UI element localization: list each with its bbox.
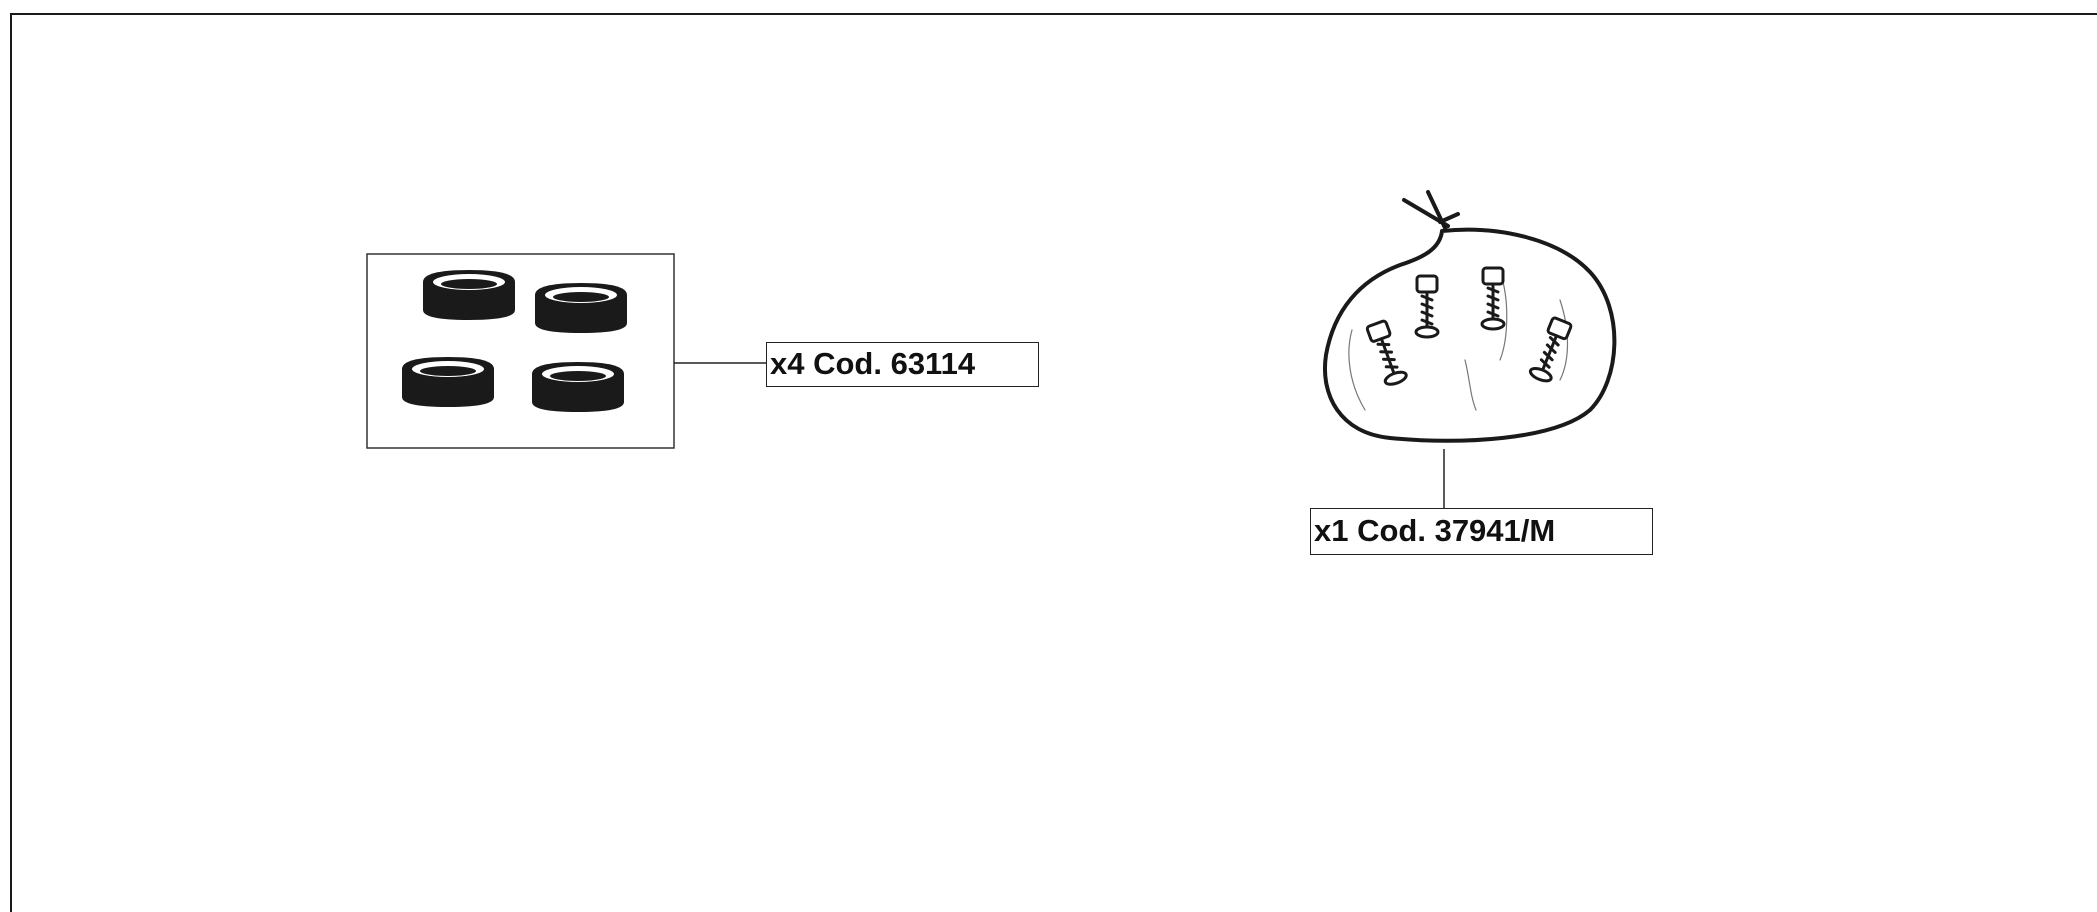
part-code-label-screws: x1 Cod. 37941/M — [1310, 508, 1653, 555]
rubber-spacer-rings-icon — [402, 270, 627, 412]
bag-of-screws-icon — [1323, 190, 1617, 443]
drawing-frame — [10, 13, 2097, 912]
part-code-label-spacers: x4 Cod. 63114 — [766, 342, 1039, 387]
spacer-rings-box — [366, 253, 766, 449]
